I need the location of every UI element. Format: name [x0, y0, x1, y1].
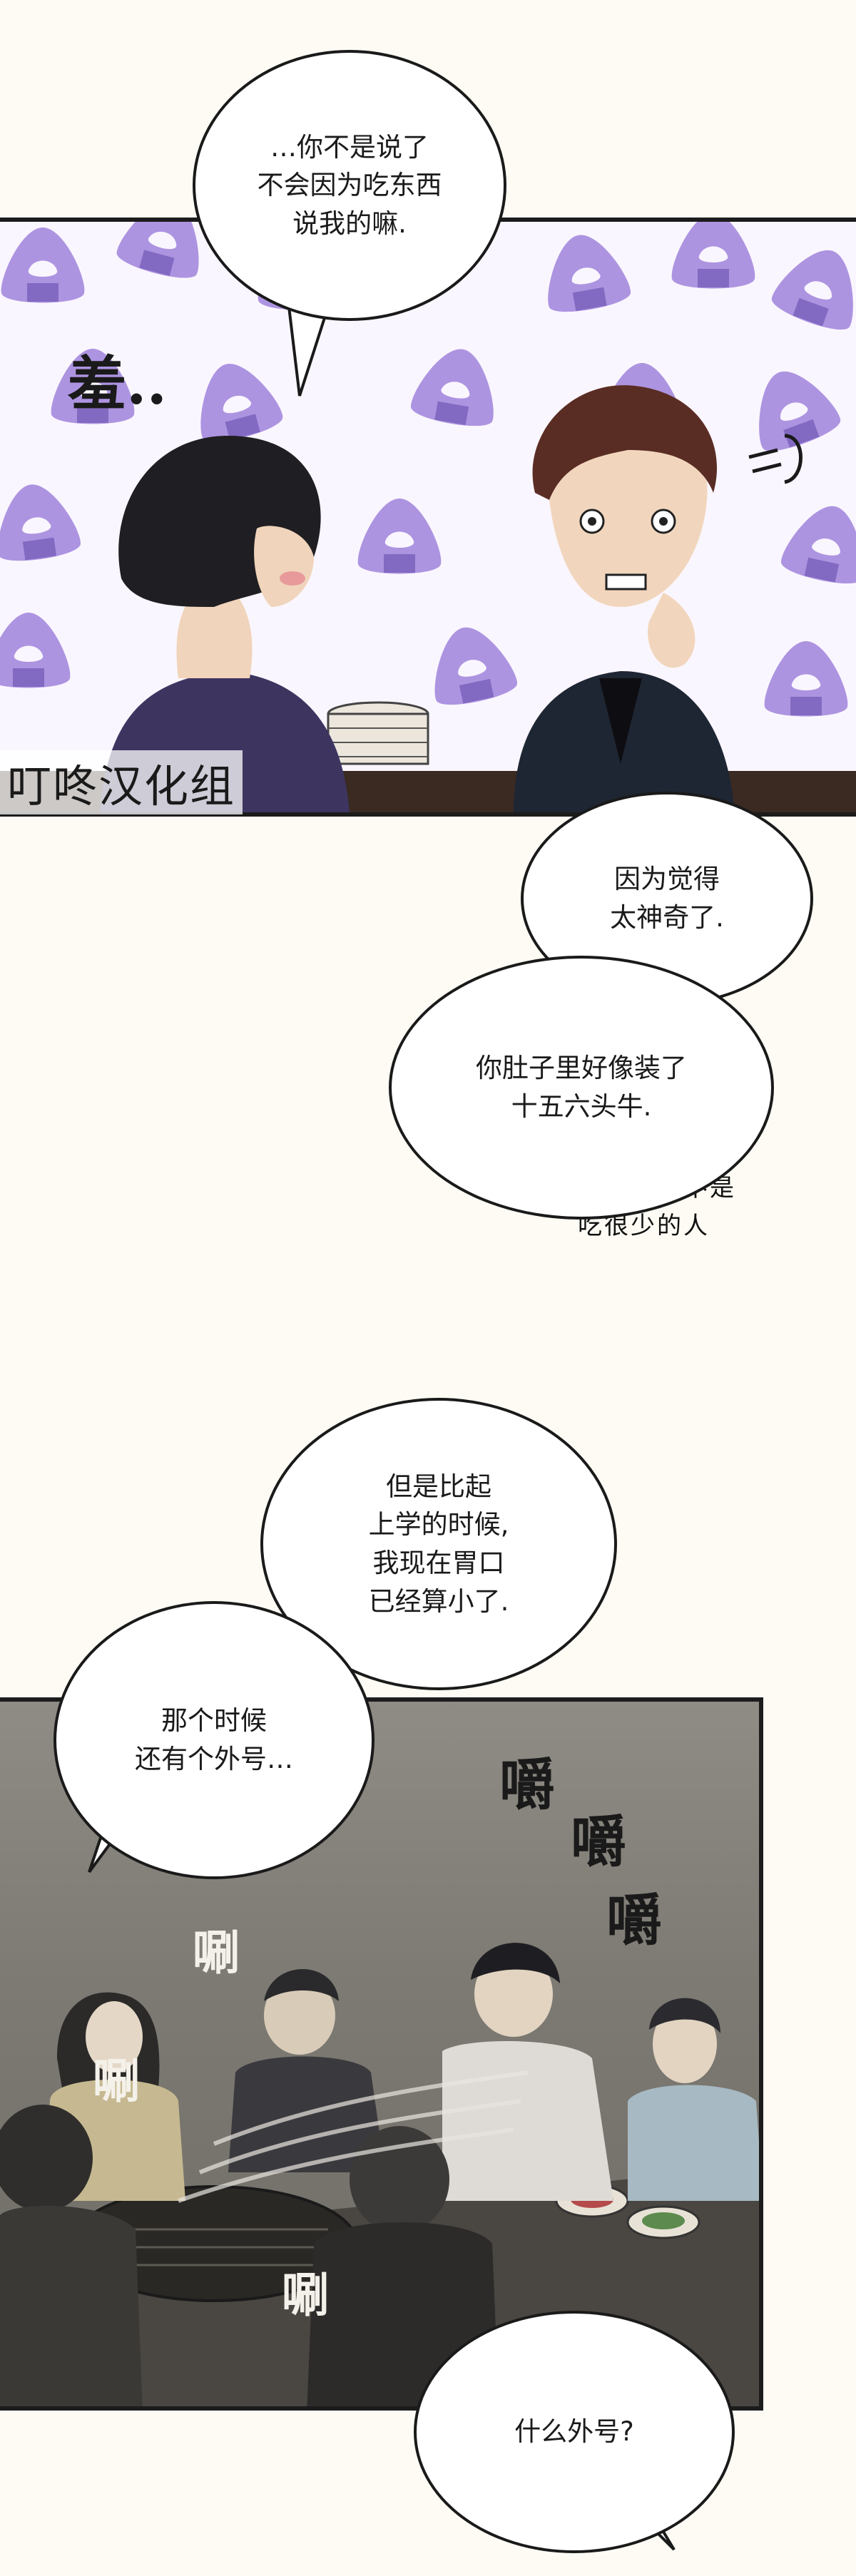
- chew-sound-effect-3: 嚼: [606, 1888, 663, 1953]
- speech-bubble-3: 你肚子里好像装了 十五六头牛.: [389, 956, 774, 1220]
- watermark: 叮咚汉化组: [0, 750, 243, 814]
- swish-sound-effect-3: 唰: [282, 2267, 329, 2323]
- right-man: [514, 385, 735, 812]
- panel-flashback-scene: [0, 1697, 763, 2411]
- panel-dinner-scene: 羞..: [0, 218, 856, 817]
- chew-sound-effect-2: 嚼: [571, 1809, 627, 1874]
- swish-sound-effect-2: 唰: [93, 2053, 140, 2109]
- speech-bubble-4: 但是比起 上学的时候, 我现在胃口 已经算小了.: [260, 1398, 617, 1690]
- swish-sound-effect-1: 唰: [193, 1925, 240, 1980]
- shy-sound-effect: 羞..: [68, 349, 168, 418]
- plate-stack: [327, 701, 429, 765]
- motion-lines: [178, 2070, 529, 2203]
- panel-dinner-art: [0, 222, 856, 812]
- speech-bubble-1: …你不是说了 不会因为吃东西 说我的嘛.: [193, 50, 506, 321]
- speech-bubble-5: 那个时候 还有个外号…: [54, 1601, 374, 1879]
- surprise-mark: [748, 434, 802, 484]
- chew-sound-effect-1: 嚼: [499, 1752, 556, 1817]
- speech-tail-1: [287, 307, 330, 397]
- speech-bubble-6: 什么外号?: [414, 2311, 735, 2553]
